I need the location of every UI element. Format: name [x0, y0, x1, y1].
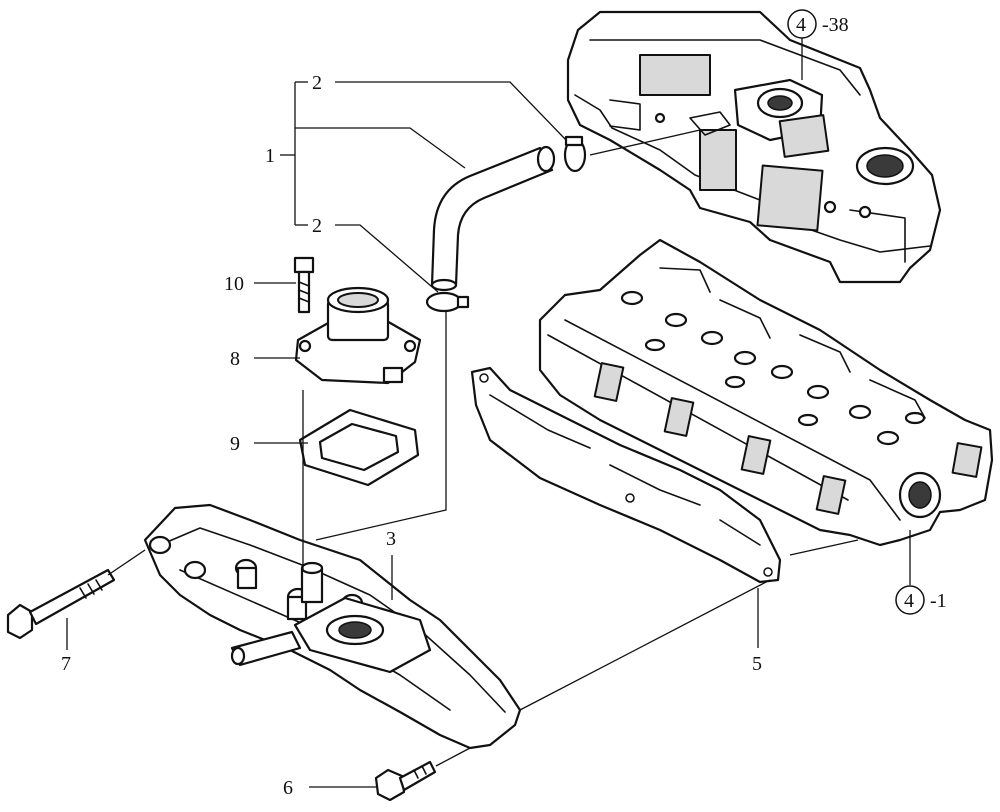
reference-head-suffix: -1: [930, 590, 947, 612]
callout-1: 1: [265, 145, 275, 167]
callout-5: 5: [752, 653, 762, 675]
rocker-bosses: [620, 290, 926, 446]
callout-2-lower: 2: [312, 215, 322, 237]
reference-cover-number: 4: [796, 14, 806, 36]
reference-cover: 4 -38: [787, 9, 849, 39]
bolt-6: [374, 760, 437, 802]
reference-head: 4 -1: [895, 585, 947, 615]
intake-manifold: [143, 503, 522, 750]
callout-9: 9: [230, 433, 240, 455]
callout-7: 7: [61, 653, 71, 675]
callout-8: 8: [230, 348, 240, 370]
bolt-7: [6, 568, 116, 640]
thermostat-gasket: [298, 408, 420, 487]
leader-lines: [66, 38, 911, 788]
callout-2-upper: 2: [312, 72, 322, 94]
reference-head-number: 4: [904, 590, 914, 612]
reference-cover-circle: [787, 9, 817, 39]
hose-clamp-lower: [425, 291, 470, 313]
callout-6: 6: [283, 777, 293, 799]
coolant-hose: [430, 145, 556, 292]
cylinder-head: [538, 238, 994, 547]
callout-10: 10: [224, 273, 244, 295]
intake-ports: [593, 362, 847, 515]
valve-cover: [566, 10, 942, 284]
reference-head-circle: [895, 585, 925, 615]
hose-clamp-upper: [563, 135, 587, 173]
bolt-10: [293, 256, 315, 314]
callout-labels: 1 2 2 10 8 9 3 7 6 5: [61, 72, 762, 799]
intake-gasket: [470, 366, 782, 584]
reference-cover-suffix: -38: [822, 14, 849, 36]
thermostat-housing: [294, 286, 422, 385]
thermostat-mount: [293, 596, 432, 674]
callout-3: 3: [386, 528, 396, 550]
